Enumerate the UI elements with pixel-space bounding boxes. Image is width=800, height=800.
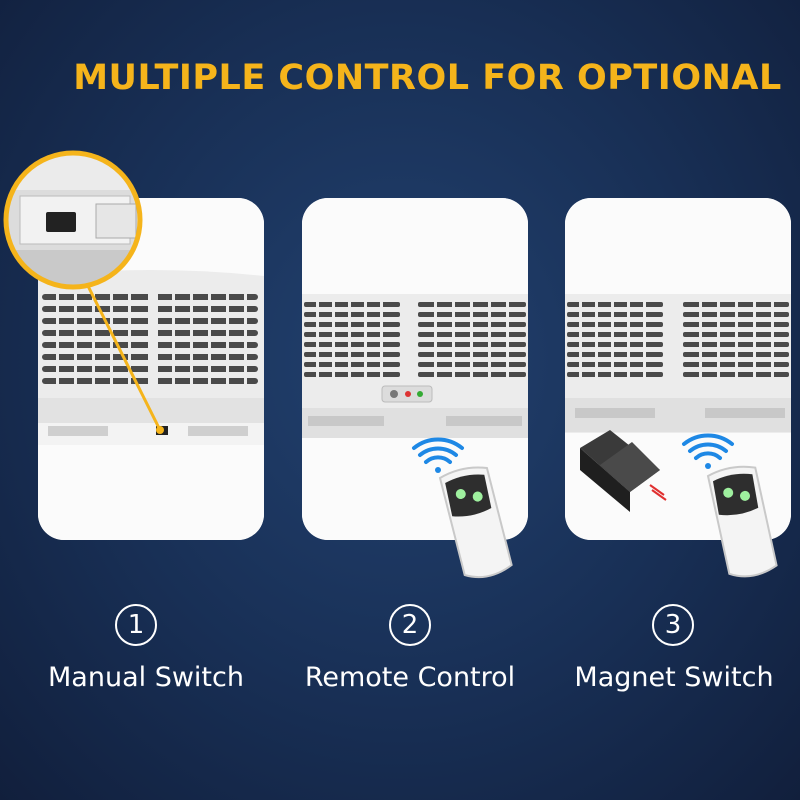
magnet-switch-card: [565, 198, 791, 540]
option-number-2: 2: [389, 604, 431, 646]
remote-control-card: [302, 198, 528, 540]
option-label-remote-control: Remote Control: [304, 662, 516, 693]
option-label-magnet-switch: Magnet Switch: [574, 662, 774, 693]
headline: MULTIPLE CONTROL FOR OPTIONAL: [73, 58, 782, 98]
manual-switch-card: [38, 198, 264, 540]
option-number-3: 3: [652, 604, 694, 646]
option-number-1: 1: [115, 604, 157, 646]
option-label-manual-switch: Manual Switch: [48, 662, 244, 693]
